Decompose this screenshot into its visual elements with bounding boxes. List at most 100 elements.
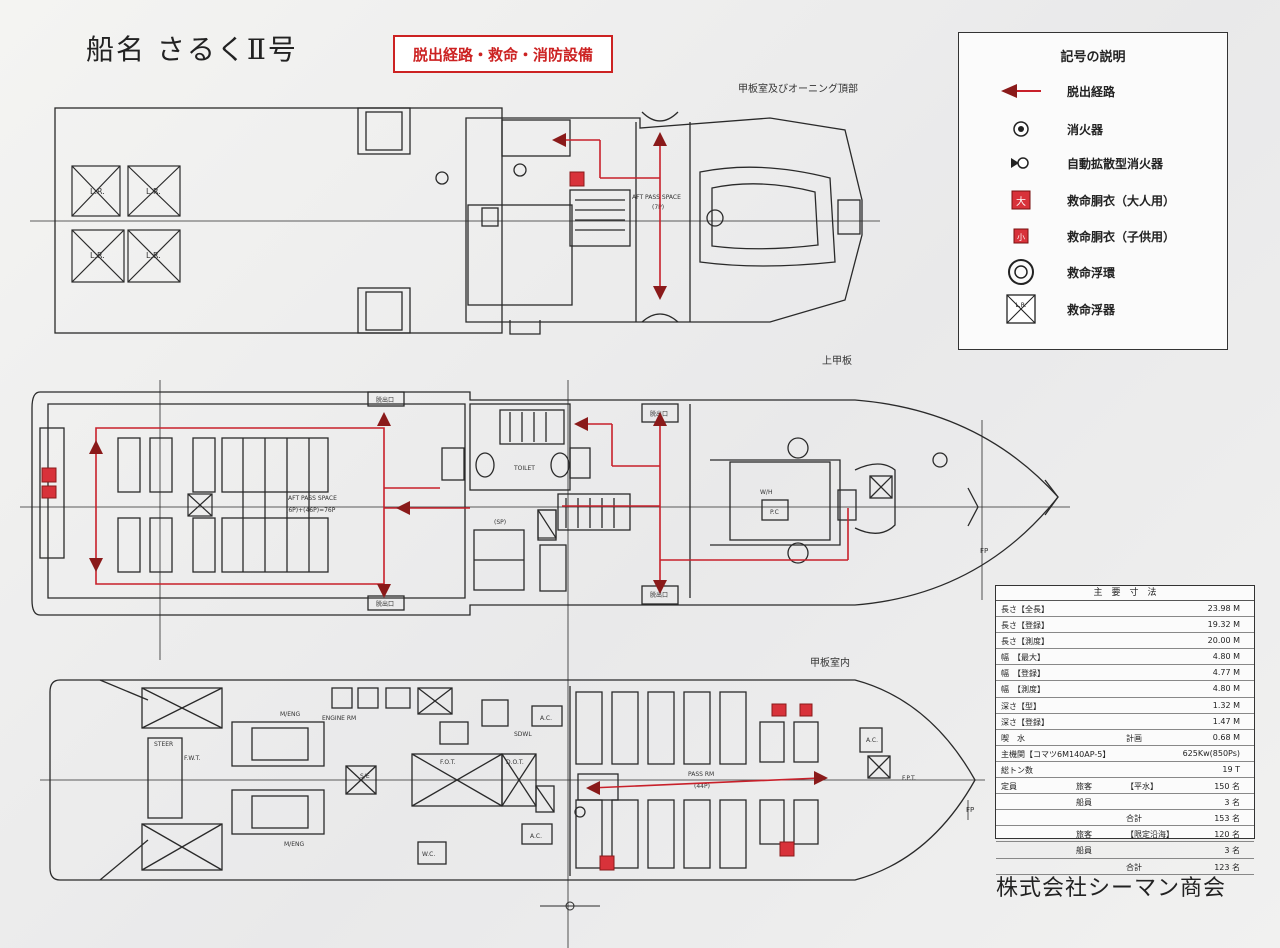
aft-pass-space-label: (6P)+(46P)=76P: [286, 507, 336, 514]
spec-row: 船員 3 名: [996, 794, 1254, 811]
life-ring-icon: [999, 258, 1043, 286]
spec-cell: 幅 【登録】: [1001, 669, 1045, 679]
spec-cell: 旅客: [1076, 830, 1092, 840]
spec-row: 幅 【登録】4.77 M: [996, 665, 1254, 682]
deckhouse-roof-outline: [465, 117, 863, 323]
spec-row: 船員 3 名: [996, 842, 1254, 859]
spec-cell: 19 T: [1222, 764, 1240, 774]
spec-cell: 3 名: [1224, 846, 1240, 856]
life-raft-group-top: [71, 165, 181, 283]
legend-row: 小 救命胴衣（子供用）: [959, 222, 1227, 250]
spec-cell: 【限定沿海】: [1126, 830, 1174, 840]
legend-row: L.R. 救命浮器: [959, 294, 1227, 324]
spec-header: 主 要 寸 法: [996, 586, 1254, 601]
inner-deck-plan: [40, 679, 985, 881]
dot-label: D.O.T.: [506, 759, 524, 766]
awning-roof-outline: [54, 107, 503, 334]
spec-cell: 船員: [1076, 846, 1092, 856]
escape-arrows-upper: [89, 412, 667, 598]
sp-label: (SP): [494, 519, 506, 526]
aft-pass-space-label: AFT PASS SPACE: [632, 194, 681, 201]
life-jacket-icon: [569, 171, 585, 187]
legend-label: 消火器: [1067, 123, 1104, 137]
fp-label: FP: [966, 806, 974, 814]
spec-row: 総トン数 19 T: [996, 762, 1254, 779]
spec-row: 長さ【登録】 19.32 M: [996, 617, 1254, 634]
spec-cell: 総トン数: [1001, 765, 1033, 775]
hatch-label: 脱出口: [376, 600, 394, 608]
escape-route-inner: [589, 777, 821, 789]
jacket-glyph: 小: [1017, 233, 1025, 242]
subtitle-box: 脱出経路・救命・消防設備: [393, 35, 613, 73]
spec-cell: 長さ【登録】: [1001, 621, 1049, 631]
company-name: 株式会社シーマン商会: [996, 876, 1227, 901]
spec-cell: 1.32 M: [1212, 700, 1240, 710]
legend-row: 自動拡散型消火器: [959, 149, 1227, 177]
spec-cell: 20.00 M: [1207, 636, 1240, 646]
life-jacket-icon: [41, 467, 57, 483]
legend-row: 脱出経路: [959, 77, 1227, 105]
raft-glyph: L.R.: [1015, 302, 1026, 309]
spec-cell: 合計: [1126, 862, 1142, 872]
spec-row: 幅 【測度】4.80 M: [996, 681, 1254, 698]
life-jacket-icon: [41, 485, 57, 499]
life-jacket-child-icon: 小: [999, 222, 1043, 250]
spec-row: 長さ【測度】20.00 M: [996, 633, 1254, 650]
wc-label: W.C.: [422, 851, 435, 858]
legend-label: 救命浮器: [1067, 303, 1116, 317]
spec-cell: 19.32 M: [1207, 620, 1240, 630]
escape-route-top: [560, 139, 661, 296]
ac-label: A.C.: [530, 833, 542, 840]
spec-cell: 計画: [1126, 733, 1142, 743]
spec-cell: 深さ【型】: [1001, 701, 1041, 711]
upper-hull-outline: [31, 391, 1059, 616]
fp-label: FP: [980, 547, 988, 555]
ac-label: A.C.: [540, 715, 552, 722]
aft-pass-space-label: (7P): [652, 204, 664, 211]
spec-cell: 深さ【登録】: [1001, 717, 1049, 727]
spec-cell: 3 名: [1224, 798, 1240, 808]
me-label: M/ENG: [280, 711, 300, 718]
spec-row: 旅客【限定沿海】120 名: [996, 826, 1254, 843]
legend-label: 救命浮環: [1067, 266, 1116, 280]
legend-box: 記号の説明 脱出経路 消火器 自動拡散型消火器 大 救命胴衣（大人用）: [958, 32, 1228, 350]
spec-cell: 主機関【コマツ6M140AP-5】: [1001, 749, 1111, 759]
life-jacket-icon: [771, 703, 787, 717]
life-raft-upper: [187, 493, 557, 539]
spec-cell: 4.80 M: [1212, 684, 1240, 694]
legend-row: 消火器: [959, 115, 1227, 143]
hatch-label: 脱出口: [376, 396, 394, 404]
lr-label: L.R.: [146, 187, 161, 196]
life-jacket-icon: [599, 855, 615, 871]
spec-cell: 23.98 M: [1207, 604, 1240, 613]
lr-label: L.R.: [146, 251, 161, 260]
spec-row: 主機関【コマツ6M140AP-5】625Kw(850Ps): [996, 746, 1254, 762]
deck-label-top: 甲板室及びオーニング頂部: [738, 84, 858, 95]
fot-label: F.O.T.: [440, 759, 456, 766]
escape-arrows-top: [552, 132, 667, 300]
jacket-glyph: 大: [1016, 195, 1026, 208]
se-label: S/E: [360, 773, 370, 780]
fwt-label: F.W.T.: [184, 755, 200, 762]
steer-label: STEER: [154, 741, 173, 748]
legend-label: 脱出経路: [1067, 85, 1116, 99]
lr-label: L.R.: [90, 187, 105, 196]
pass-rm-label: (44P): [694, 783, 710, 790]
top-deck-plan: [30, 107, 880, 335]
engine-rm-label: ENGINE RM: [322, 715, 356, 722]
life-jacket-adult-icon: 大: [999, 186, 1043, 214]
auto-extinguisher-icon: [999, 149, 1043, 177]
spec-cell: 150 名: [1214, 782, 1240, 792]
toilet-label: TOILET: [513, 465, 535, 472]
spec-cell: 船員: [1076, 798, 1092, 808]
spec-row: 長さ【全長】23.98 M: [996, 601, 1254, 618]
legend-row: 大 救命胴衣（大人用）: [959, 186, 1227, 214]
spec-row: 深さ【型】 1.32 M: [996, 698, 1254, 714]
spec-cell: 幅 【最大】: [1001, 653, 1045, 663]
legend-label: 自動拡散型消火器: [1067, 157, 1164, 171]
fire-extinguisher-icon: [999, 115, 1043, 143]
